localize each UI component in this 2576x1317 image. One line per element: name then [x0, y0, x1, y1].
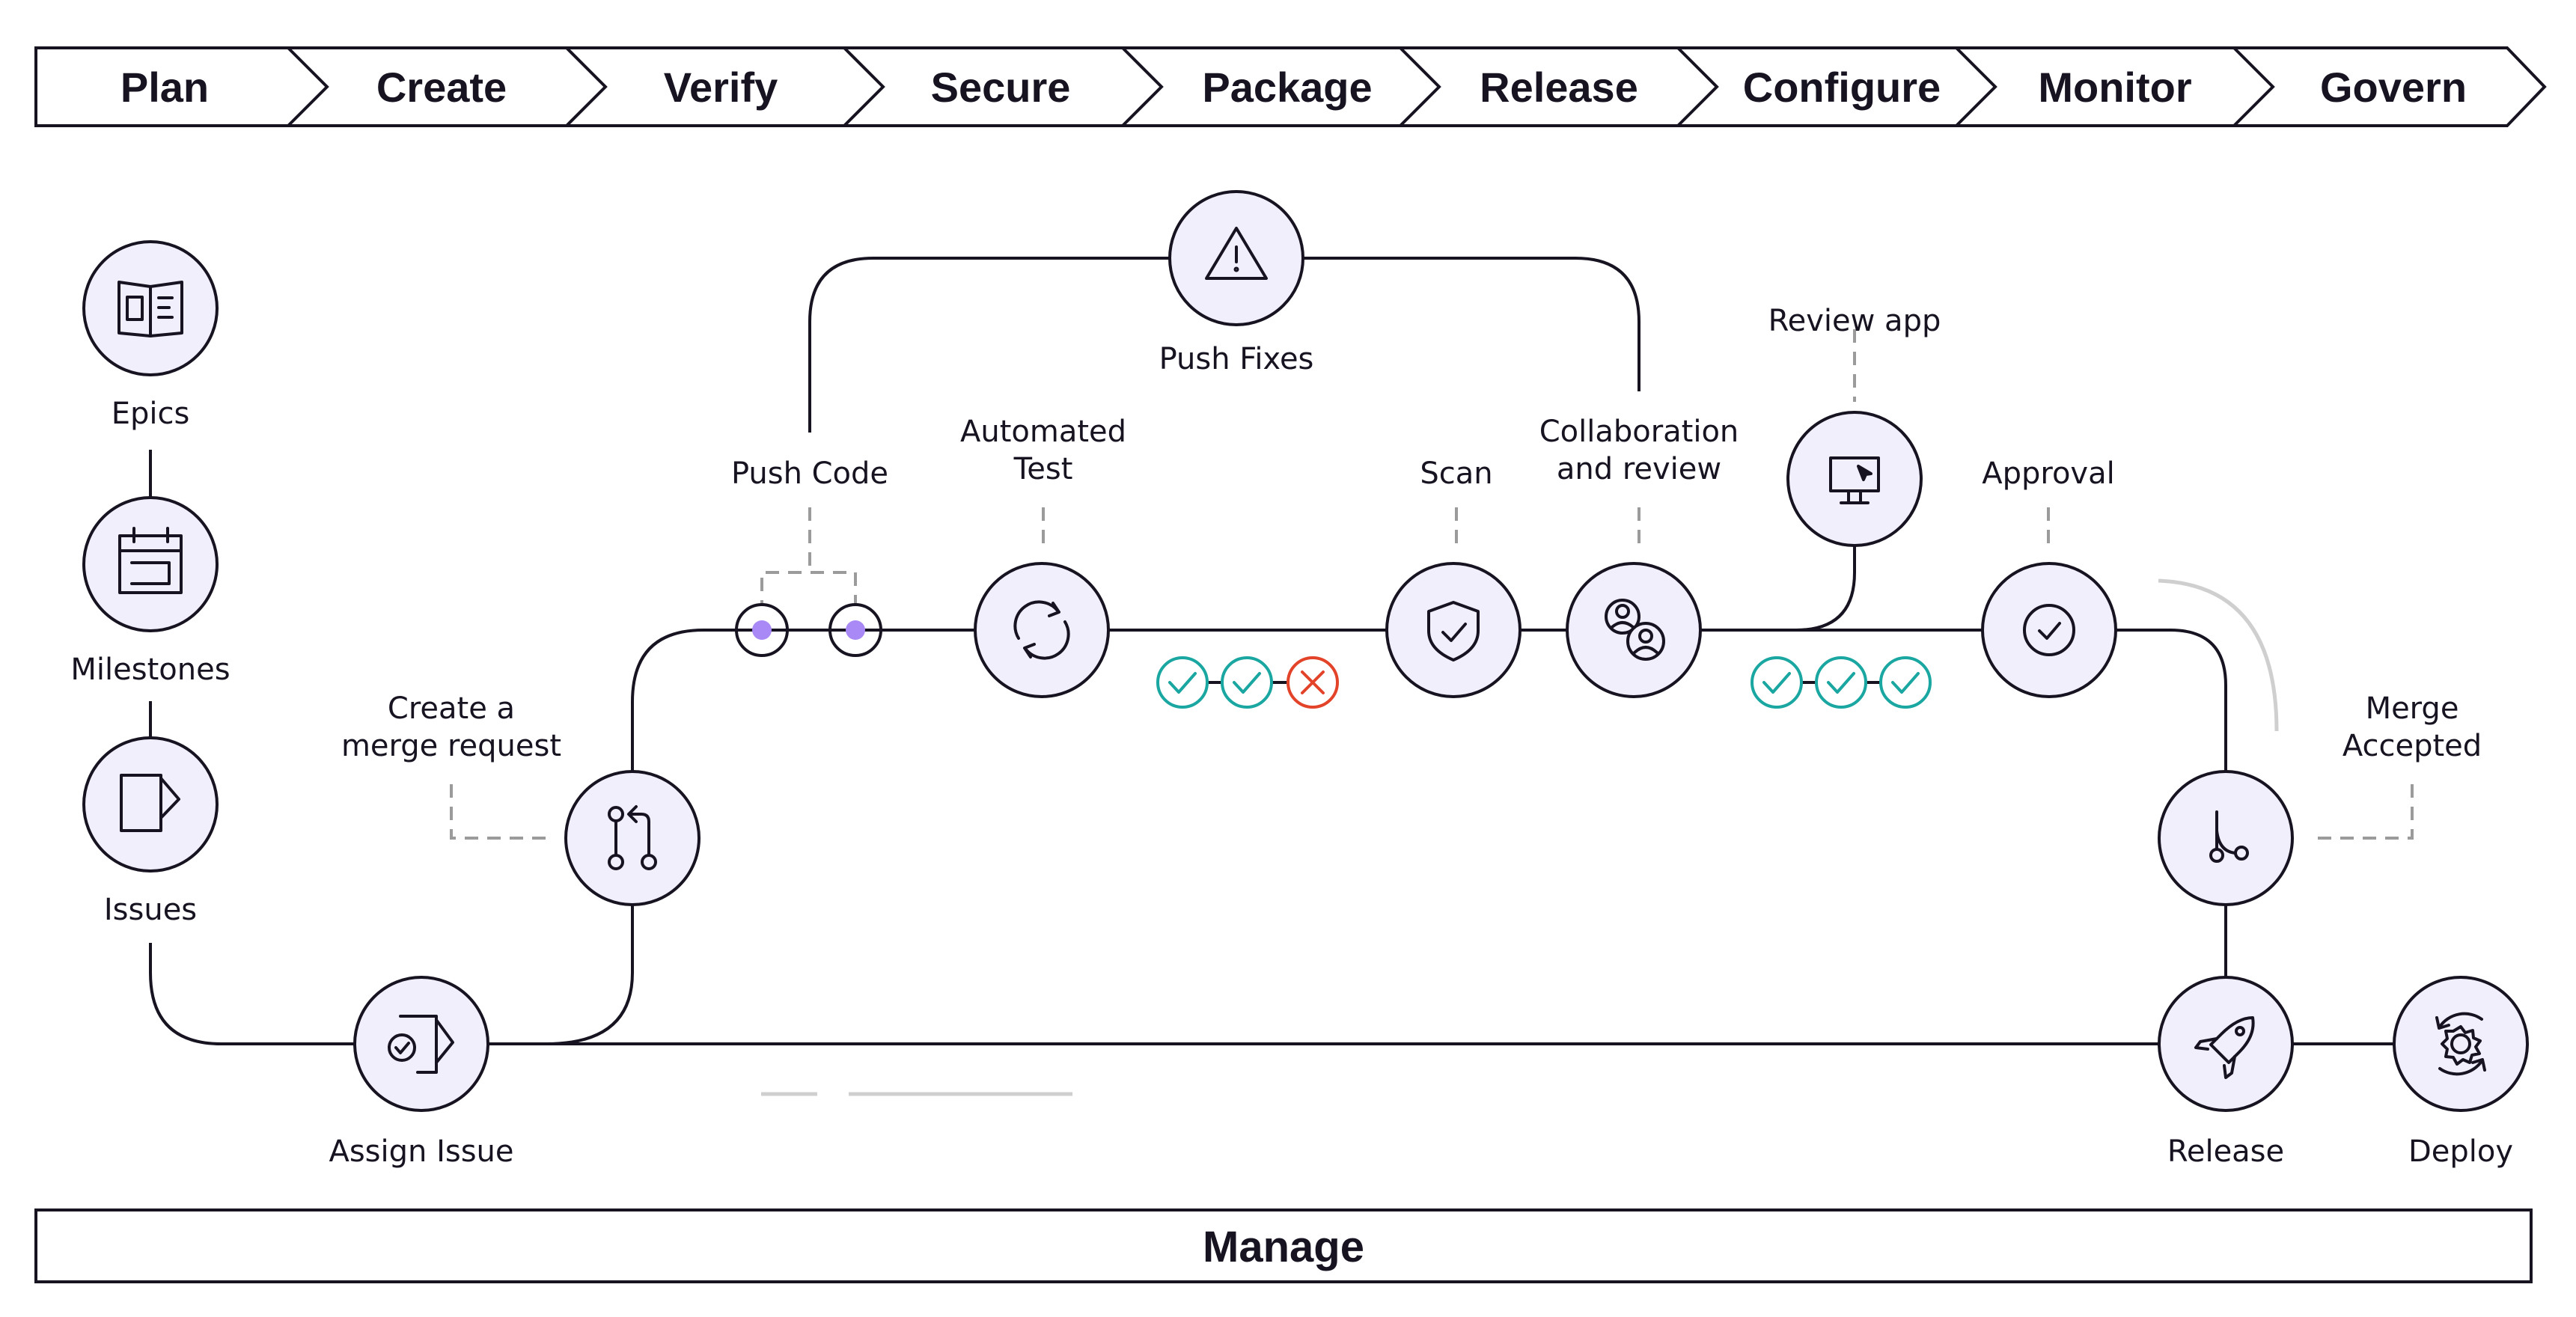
label-create-mr-2: merge request [341, 729, 561, 763]
stage-package: Package [1202, 64, 1372, 111]
book-icon [117, 281, 183, 337]
automated-test-node[interactable] [974, 562, 1110, 698]
stage-govern: Govern [2320, 64, 2467, 111]
epics-node[interactable] [82, 240, 219, 376]
issue-icon [120, 774, 180, 832]
calendar-icon [118, 527, 183, 594]
label-scan: Scan [1420, 456, 1492, 491]
label-automated-test-2: Test [1013, 452, 1073, 486]
stage-verify: Verify [664, 64, 778, 111]
label-collab-2: and review [1557, 452, 1721, 486]
label-milestones: Milestones [70, 653, 230, 687]
label-collab-1: Collaboration [1539, 415, 1739, 449]
scan-node[interactable] [1385, 562, 1522, 698]
label-merge-accepted-2: Accepted [2342, 729, 2482, 763]
issue-check-icon [388, 1015, 454, 1074]
review-results [1751, 656, 1932, 709]
review-pass-icon [1751, 656, 1803, 709]
label-assign-issue: Assign Issue [329, 1134, 513, 1169]
stage-separators [287, 46, 2275, 127]
label-release: Release [2167, 1134, 2284, 1169]
rocket-icon [2194, 1016, 2255, 1079]
stage-release: Release [1480, 64, 1638, 111]
label-review-app: Review app [1768, 304, 1941, 338]
merge-request-icon [608, 805, 657, 870]
merge-accepted-node[interactable] [2158, 770, 2294, 906]
review-pass-icon [1879, 656, 1932, 709]
collaboration-node[interactable] [1566, 562, 1702, 698]
merge-request-node[interactable] [564, 770, 701, 906]
test-fail-icon [1287, 656, 1339, 709]
stage-monitor: Monitor [2038, 64, 2191, 111]
release-node[interactable] [2158, 976, 2294, 1112]
commit-dot-2[interactable] [828, 603, 882, 657]
users-icon [1605, 599, 1665, 661]
stage-secure: Secure [931, 64, 1071, 111]
assign-issue-node[interactable] [353, 976, 489, 1112]
label-epics: Epics [112, 397, 190, 431]
stage-configure: Configure [1743, 64, 1941, 111]
label-deploy: Deploy [2408, 1134, 2513, 1169]
decorative-lines [761, 578, 2279, 1096]
label-push-fixes: Push Fixes [1159, 342, 1314, 376]
test-results [1156, 656, 1339, 709]
label-merge-accepted-1: Merge [2366, 691, 2459, 726]
label-automated-test-1: Automated [960, 415, 1126, 449]
branch-merge-icon [2209, 810, 2249, 863]
monitor-icon [1829, 456, 1880, 504]
label-approval: Approval [1982, 456, 2114, 491]
issues-node[interactable] [82, 736, 219, 873]
test-pass-icon [1221, 656, 1273, 709]
refresh-icon [1013, 600, 1070, 660]
stage-banner: Plan Create Verify Secure Package Releas… [34, 46, 2547, 127]
label-issues: Issues [104, 893, 197, 927]
deploy-node[interactable] [2393, 976, 2529, 1112]
check-circle-icon [2023, 604, 2075, 656]
flow-lines [149, 257, 2395, 1045]
gear-cycle-icon [2435, 1012, 2486, 1076]
milestones-node[interactable] [82, 496, 219, 632]
stage-create: Create [376, 64, 507, 111]
push-fixes-node[interactable] [1168, 190, 1304, 326]
review-pass-icon [1815, 656, 1867, 709]
test-pass-icon [1156, 656, 1209, 709]
label-create-mr-1: Create a [388, 691, 515, 726]
review-app-node[interactable] [1786, 411, 1923, 547]
shield-check-icon [1427, 601, 1480, 661]
manage-bar: Manage [34, 1208, 2533, 1283]
warning-icon [1205, 227, 1268, 280]
label-leaders [450, 329, 2414, 840]
commit-dot-1[interactable] [735, 603, 789, 657]
manage-label: Manage [1203, 1223, 1364, 1271]
approval-node[interactable] [1981, 562, 2117, 698]
label-push-code: Push Code [731, 456, 888, 491]
stage-plan: Plan [120, 64, 209, 111]
